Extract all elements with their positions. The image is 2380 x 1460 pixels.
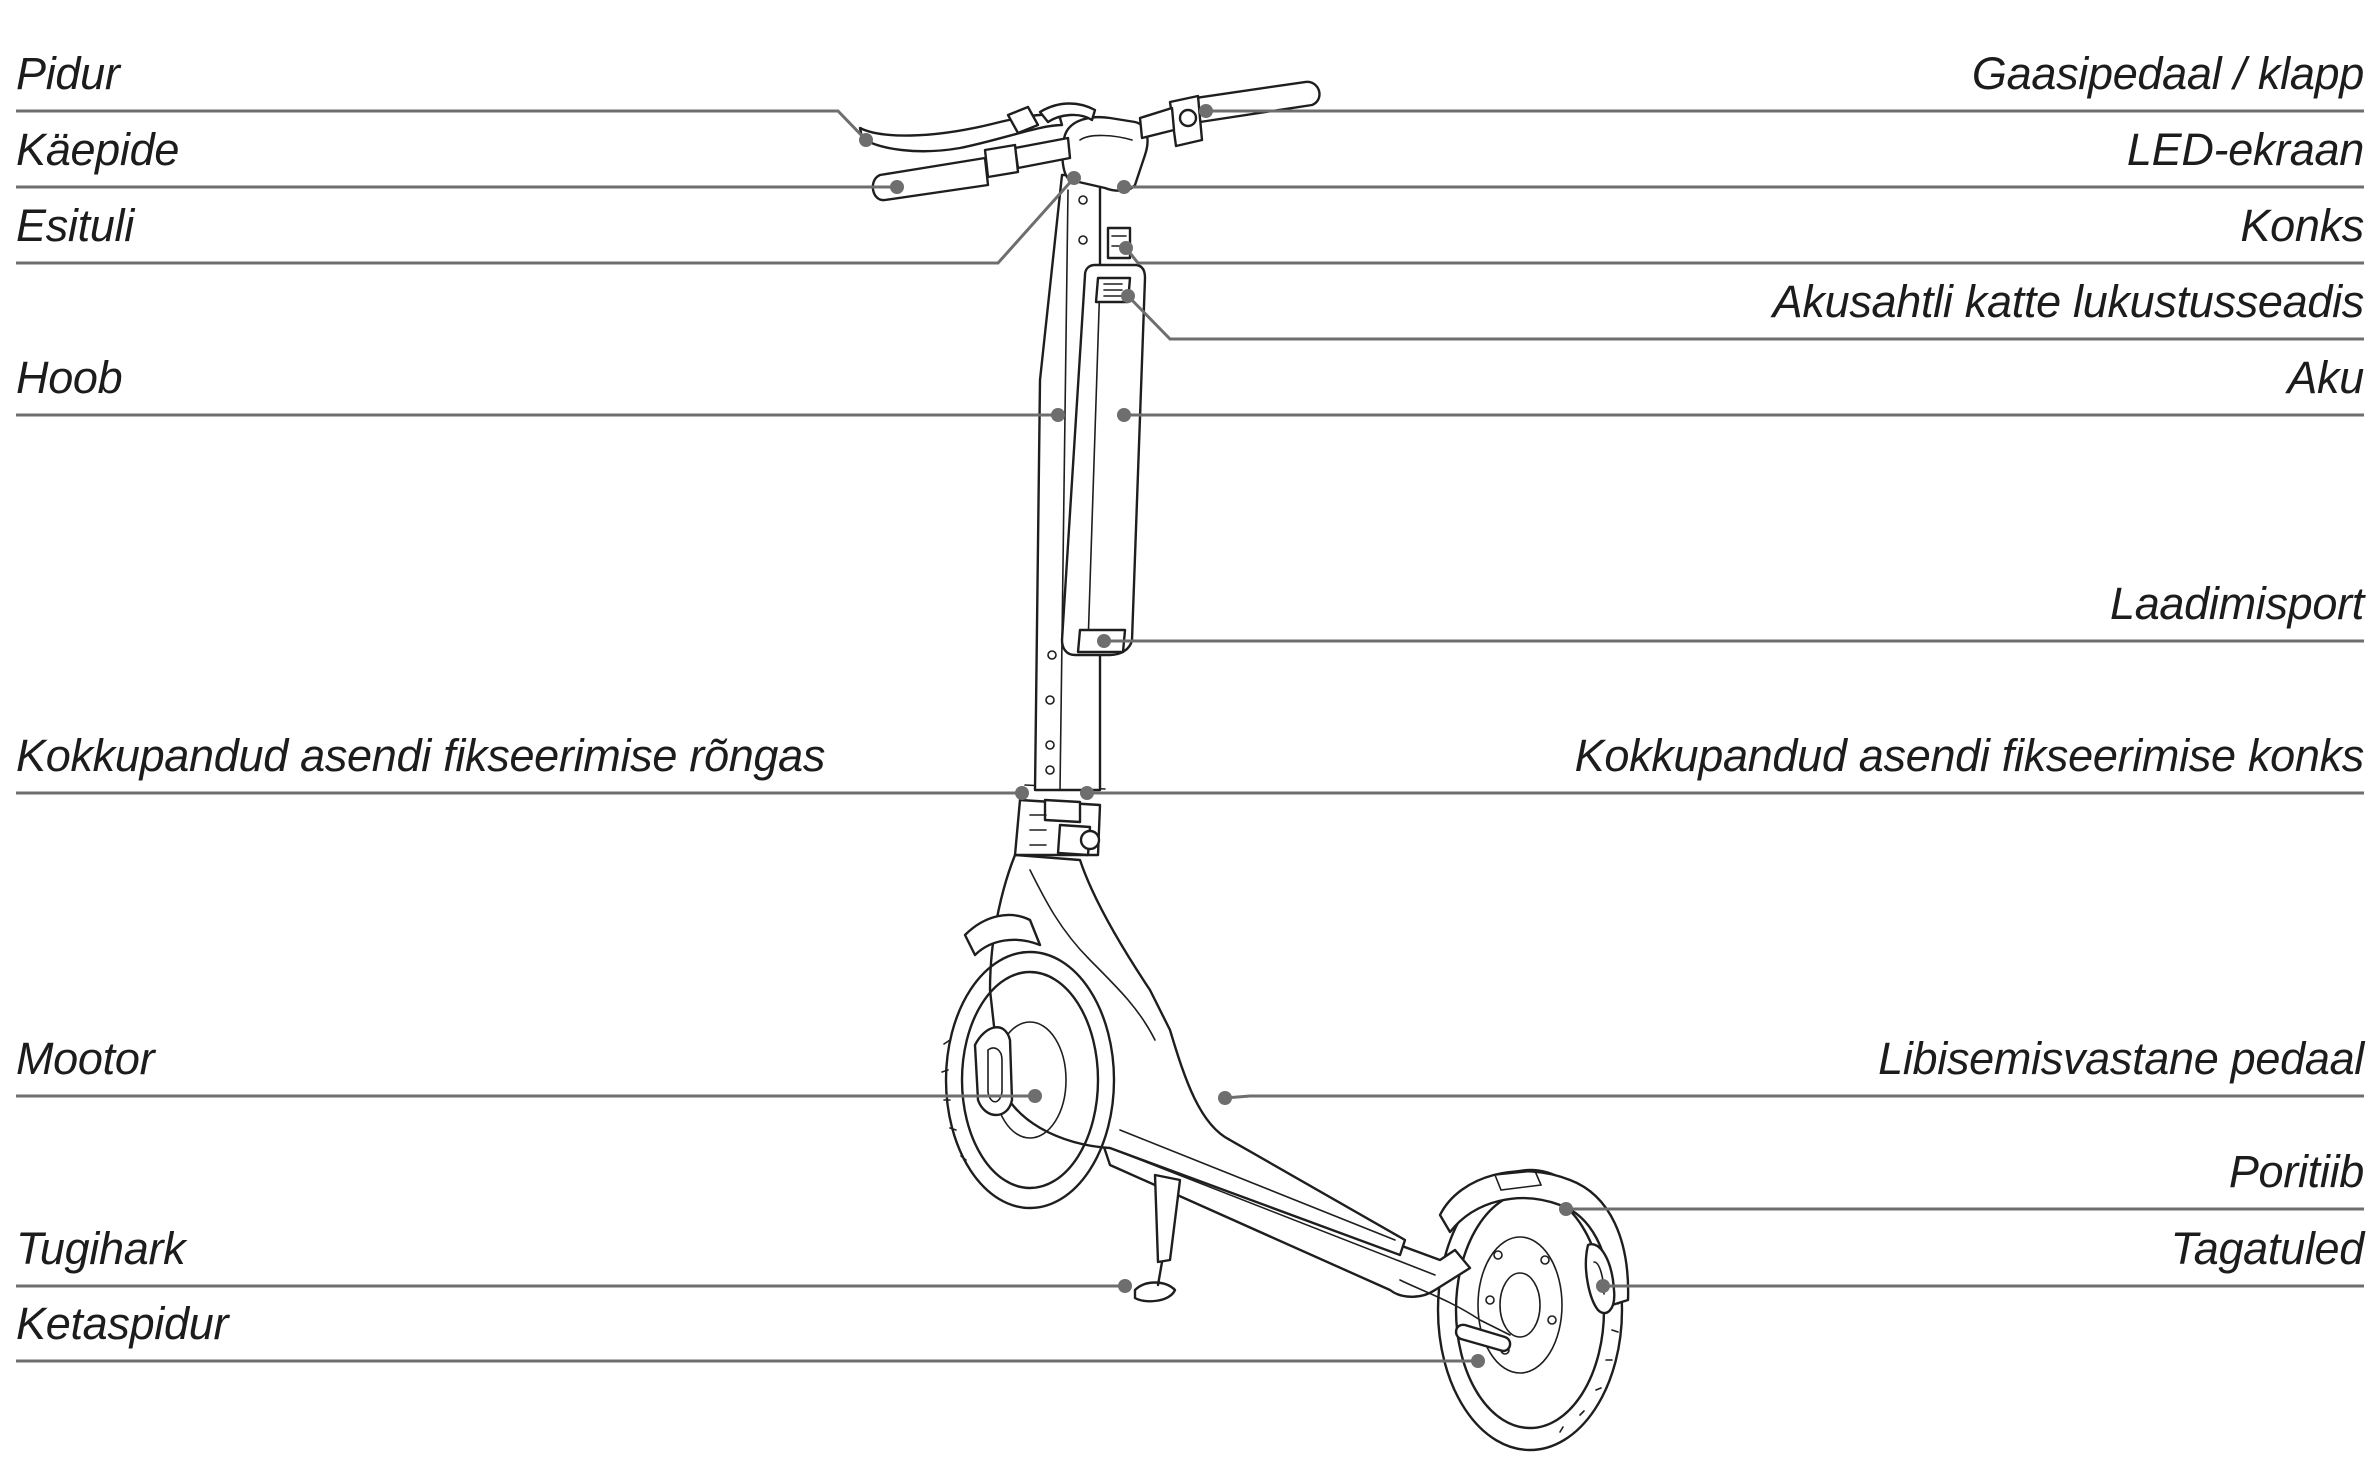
leader-konks [1119, 241, 2364, 265]
label-hoob: Hoob [16, 352, 123, 403]
label-mootor: Mootor [16, 1033, 155, 1084]
leader-mootor [16, 1089, 1042, 1103]
leader-lines [16, 104, 2364, 1368]
label-pidur: Pidur [16, 48, 120, 99]
label-esituli: Esituli [16, 200, 134, 251]
leader-tagatuled [1596, 1279, 2364, 1293]
label-tagatuled: Tagatuled [2170, 1223, 2365, 1274]
leader-tugihark [16, 1279, 1132, 1293]
leader-esituli [16, 171, 1081, 265]
kickstand-drawing [1133, 1173, 1182, 1303]
label-akusahtli-lukk: Akusahtli katte lukustusseadis [1772, 276, 2365, 327]
leader-kokkupandud-konks [1080, 786, 2364, 800]
handlebar [858, 80, 1321, 202]
leader-laadimisport [1097, 634, 2364, 648]
label-kokkupandud-konks: Kokkupandud asendi fikseerimise konks [1574, 730, 2365, 781]
leader-libisemisvastane-pedaal [1218, 1091, 2364, 1105]
rear-fender [1438, 1169, 1630, 1315]
front-wheel [941, 913, 1116, 1210]
leader-hoob [16, 408, 1065, 422]
leader-led-ekraan [1117, 180, 2364, 194]
leader-ketaspidur [16, 1354, 1485, 1368]
leader-poritiib [1559, 1202, 2364, 1216]
label-konks: Konks [2240, 200, 2364, 251]
label-kaepide: Käepide [16, 124, 180, 175]
label-poritiib: Poritiib [2228, 1146, 2364, 1197]
label-ketaspidur: Ketaspidur [16, 1298, 229, 1349]
leader-akusahtli-lukk [1121, 289, 2364, 341]
leader-pidur [16, 109, 873, 147]
leader-aku [1117, 408, 2364, 422]
folding-joint [1013, 784, 1106, 857]
leader-kaepide [16, 180, 904, 194]
label-gaasipedaal: Gaasipedaal / klapp [1971, 48, 2364, 99]
main-frame [988, 853, 1407, 1257]
scooter-illustration [858, 80, 1630, 1452]
label-libisemisvastane-pedaal: Libisemisvastane pedaal [1878, 1033, 2364, 1084]
handlebar-head [1061, 116, 1149, 192]
leader-kokkupandud-rongas [16, 786, 1029, 800]
label-kokkupandud-rongas: Kokkupandud asendi fikseerimise rõngas [16, 730, 826, 781]
label-aku: Aku [2287, 352, 2364, 403]
label-laadimisport: Laadimisport [2109, 578, 2364, 629]
label-tugihark: Tugihark [16, 1223, 186, 1274]
leader-gaasipedaal [1199, 104, 2364, 118]
label-led-ekraan: LED-ekraan [2126, 124, 2364, 175]
